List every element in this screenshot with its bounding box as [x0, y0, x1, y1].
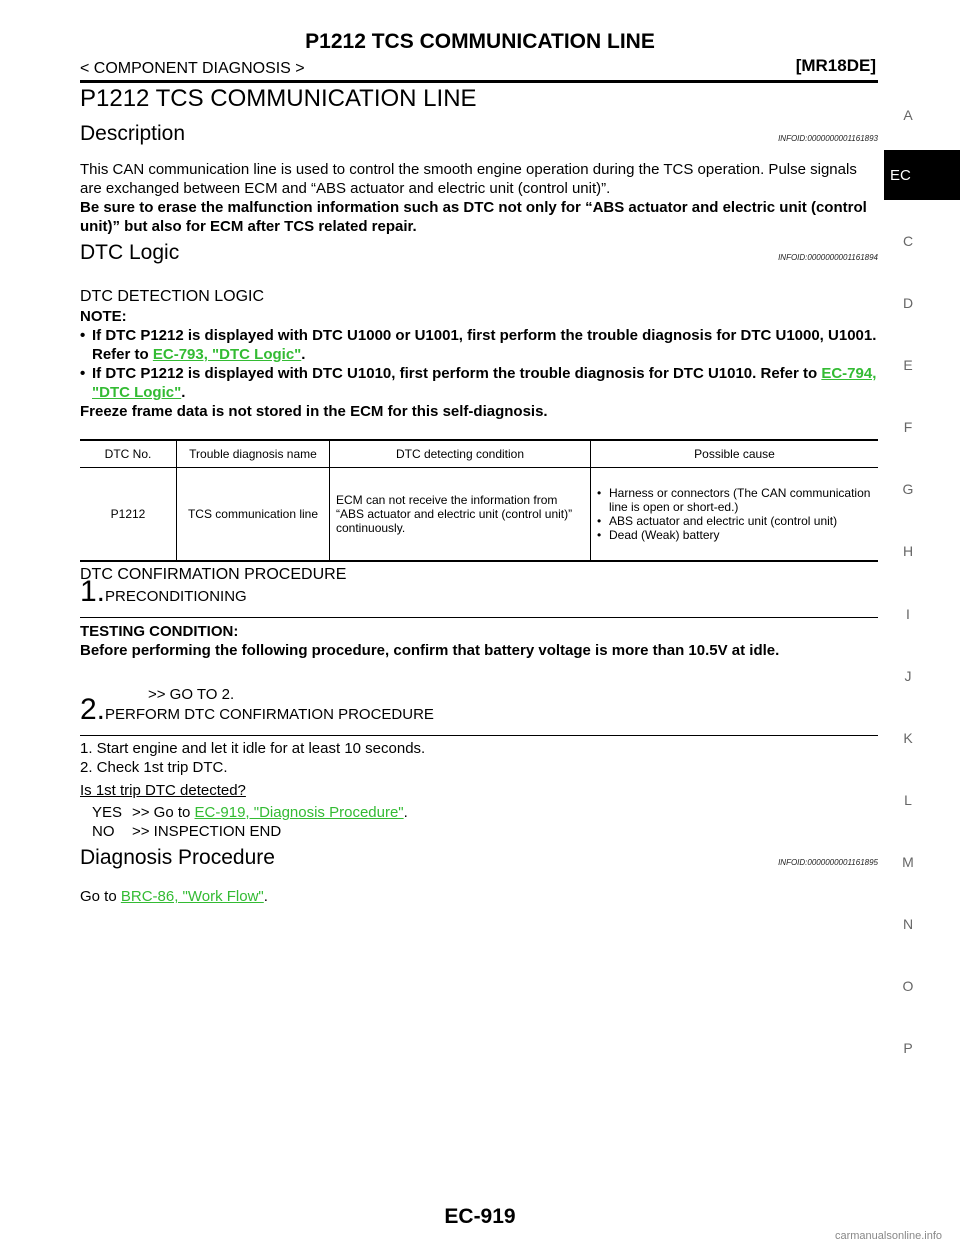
note2-text: If DTC P1212 is displayed with DTC U1010…: [92, 365, 818, 382]
header-section-label: < COMPONENT DIAGNOSIS >: [80, 60, 305, 77]
header-model: [MR18DE]: [795, 56, 876, 75]
dtc-logic-infoid: INFOID:0000000001161894: [778, 253, 878, 262]
note-item: If DTC P1212 is displayed with DTC U1000…: [80, 326, 878, 364]
sidebar-index-d[interactable]: D: [902, 295, 914, 311]
note1-text: If DTC P1212 is displayed with DTC U1000…: [92, 327, 877, 363]
table-header-row: DTC No. Trouble diagnosis name DTC detec…: [80, 439, 878, 468]
sidebar-index-l[interactable]: L: [904, 792, 912, 808]
sidebar-index-e[interactable]: E: [903, 357, 913, 373]
sidebar-index-ec-active[interactable]: EC: [884, 150, 960, 200]
goto-step2: >> GO TO 2.: [148, 686, 235, 703]
column-header-cause: Possible cause: [590, 439, 878, 468]
sidebar-active-label: EC: [890, 167, 911, 184]
diagnosis-heading: Diagnosis Procedure: [80, 846, 275, 869]
note-label: NOTE:: [80, 308, 127, 325]
step1-heading: 1.PRECONDITIONING: [80, 577, 878, 607]
step2-item: 2. Check 1st trip DTC.: [80, 759, 228, 776]
note2-link[interactable]: EC-794, "DTC Logic": [92, 365, 877, 401]
page-title: P1212 TCS COMMUNICATION LINE: [80, 85, 477, 112]
step2-number: 2.: [80, 693, 106, 726]
sidebar-index-j[interactable]: J: [904, 668, 912, 684]
testing-condition: TESTING CONDITION: Before performing the…: [80, 622, 878, 660]
step2-title: PERFORM DTC CONFIRMATION PROCEDURE: [105, 706, 434, 723]
answer-no: NO >> INSPECTION END: [92, 822, 878, 841]
detection-logic-heading: DTC DETECTION LOGIC: [80, 288, 265, 305]
description-text: This CAN communication line is used to c…: [80, 160, 878, 236]
cause-item: Dead (Weak) battery: [597, 528, 872, 542]
cause-item: ABS actuator and electric unit (control …: [597, 514, 872, 528]
table-row: P1212 TCS communication line ECM can not…: [80, 467, 878, 562]
sidebar-index-o[interactable]: O: [902, 978, 914, 994]
cause-item: Harness or connectors (The CAN communica…: [597, 486, 872, 514]
step1-number: 1.: [80, 575, 106, 608]
dtc-table: DTC No. Trouble diagnosis name DTC detec…: [80, 439, 878, 562]
sidebar-index-a[interactable]: A: [903, 107, 913, 123]
note-item: If DTC P1212 is displayed with DTC U1010…: [80, 364, 878, 402]
header-divider: [80, 80, 878, 83]
description-paragraph: This CAN communication line is used to c…: [80, 161, 857, 197]
step2-list: 1. Start engine and let it idle for at l…: [80, 739, 878, 777]
note-block: NOTE: If DTC P1212 is displayed with DTC…: [80, 307, 878, 421]
note1-link[interactable]: EC-793, "DTC Logic": [152, 346, 302, 363]
step1-divider: [80, 617, 878, 618]
cell-dtc-no: P1212: [80, 467, 177, 562]
confirmation-heading: DTC CONFIRMATION PROCEDURE: [80, 566, 347, 583]
column-header-condition: DTC detecting condition: [329, 439, 591, 468]
diagnosis-link[interactable]: BRC-86, "Work Flow": [120, 888, 264, 905]
page-number: EC-919: [444, 1205, 516, 1228]
note-list: If DTC P1212 is displayed with DTC U1000…: [80, 326, 878, 402]
sidebar-index-h[interactable]: H: [902, 543, 914, 559]
cause-list: Harness or connectors (The CAN communica…: [597, 486, 872, 542]
cell-condition: ECM can not receive the information from…: [329, 467, 591, 562]
freeze-frame-note: Freeze frame data is not stored in the E…: [80, 403, 548, 420]
no-label: NO: [92, 823, 115, 840]
sidebar-index-k[interactable]: K: [903, 730, 913, 746]
column-header-dtc-no: DTC No.: [80, 439, 177, 468]
yes-link[interactable]: EC-919, "Diagnosis Procedure": [194, 804, 404, 821]
yes-label: YES: [92, 804, 123, 821]
dtc-logic-heading: DTC Logic: [80, 241, 180, 264]
no-text: >> INSPECTION END: [132, 823, 282, 840]
step2-item: 1. Start engine and let it idle for at l…: [80, 740, 426, 757]
cell-name: TCS communication line: [176, 467, 330, 562]
description-infoid: INFOID:0000000001161893: [778, 134, 878, 143]
step2-heading: 2.PERFORM DTC CONFIRMATION PROCEDURE: [80, 695, 878, 725]
sidebar-index-i[interactable]: I: [906, 606, 910, 622]
diagnosis-goto: Go to: [80, 888, 117, 905]
sidebar-index-m[interactable]: M: [902, 854, 914, 870]
header-title: P1212 TCS COMMUNICATION LINE: [305, 30, 655, 53]
testing-text: Before performing the following procedur…: [80, 642, 780, 659]
description-heading: Description: [80, 122, 186, 145]
sidebar-index-p[interactable]: P: [903, 1040, 913, 1056]
testing-label: TESTING CONDITION:: [80, 623, 239, 640]
sidebar-index-g[interactable]: G: [902, 481, 914, 497]
yes-text: >> Go to: [132, 804, 191, 821]
watermark: carmanualsonline.info: [834, 1230, 942, 1242]
sidebar-index-n[interactable]: N: [902, 916, 914, 932]
sidebar-index-f[interactable]: F: [903, 419, 913, 435]
cell-causes: Harness or connectors (The CAN communica…: [590, 467, 878, 562]
diagnosis-text: Go to BRC-86, "Work Flow".: [80, 888, 268, 905]
description-warning: Be sure to erase the malfunction informa…: [80, 199, 867, 235]
step2-divider: [80, 735, 878, 736]
answer-yes: YES >> Go to EC-919, "Diagnosis Procedure…: [92, 804, 408, 821]
column-header-name: Trouble diagnosis name: [176, 439, 330, 468]
diagnosis-infoid: INFOID:0000000001161895: [778, 858, 878, 867]
step1-title: PRECONDITIONING: [105, 588, 247, 605]
question: Is 1st trip DTC detected?: [80, 782, 246, 799]
sidebar-index-c[interactable]: C: [902, 233, 914, 249]
